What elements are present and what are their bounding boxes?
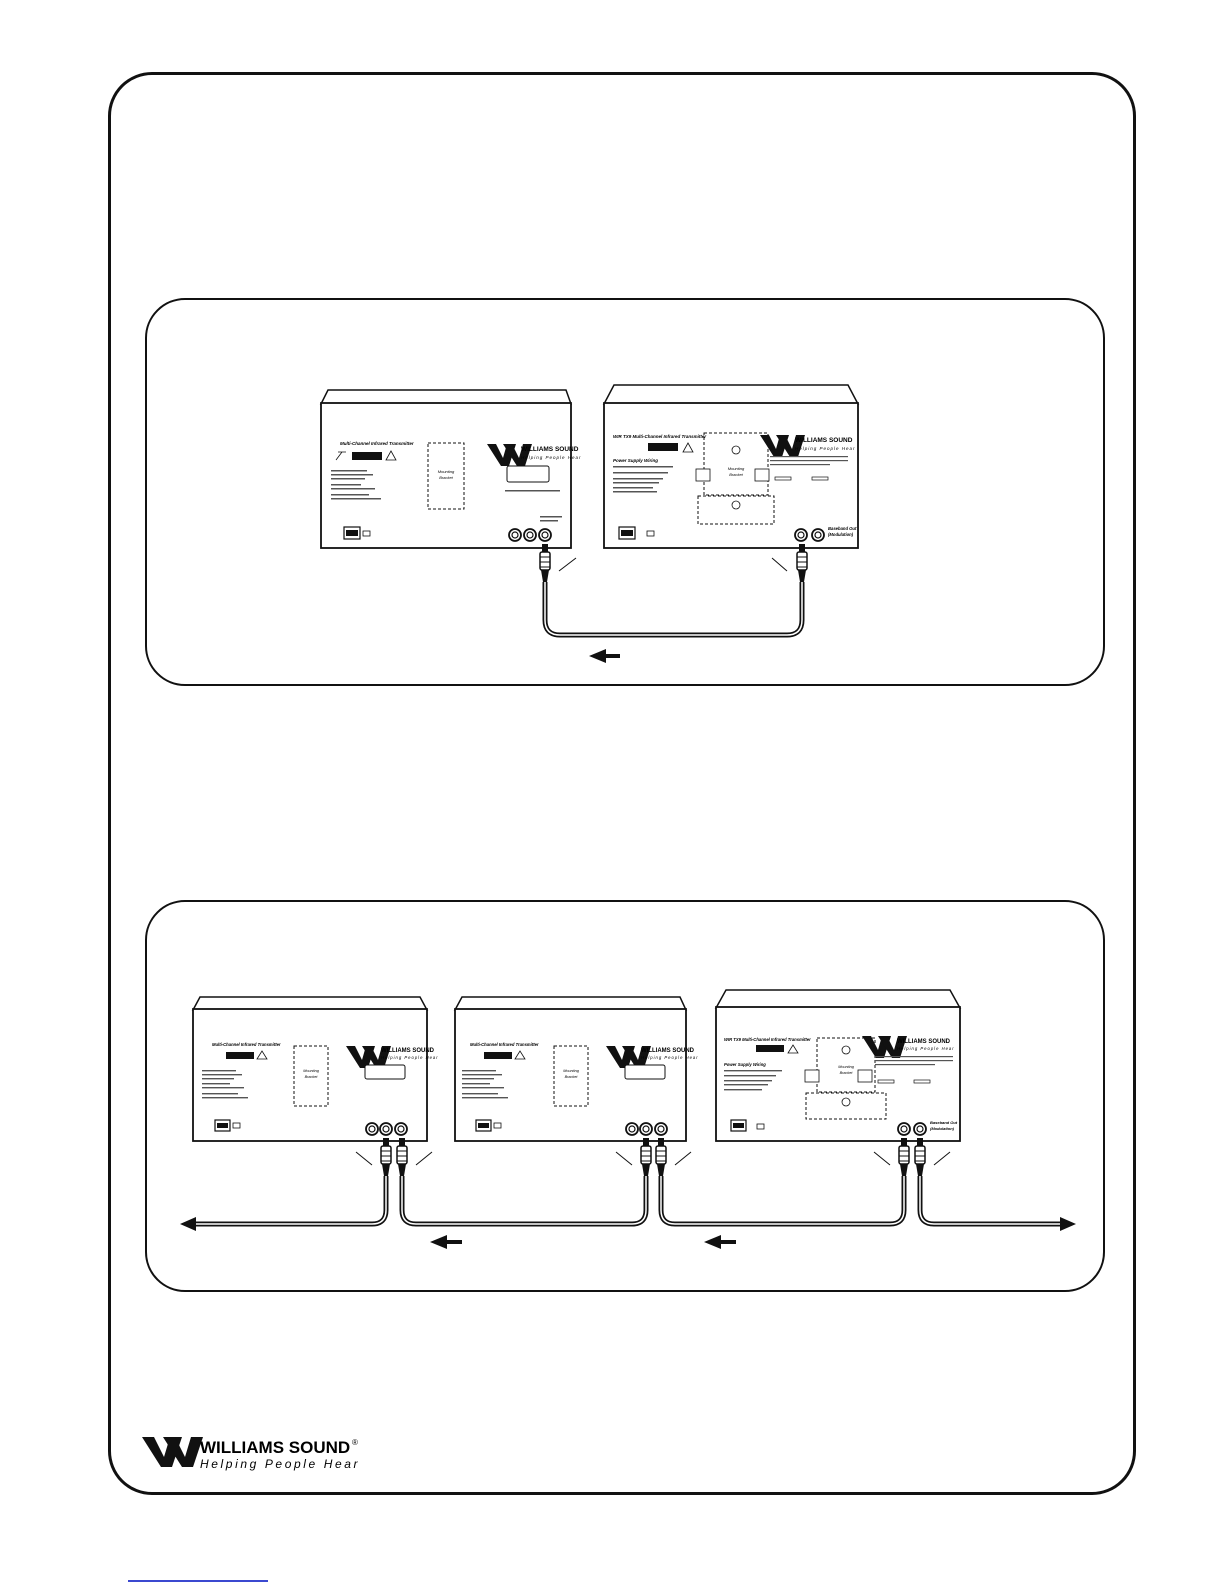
svg-text:Bracket: Bracket [729, 472, 743, 477]
page-frame [108, 72, 1136, 1495]
svg-text:Mounting: Mounting [563, 1069, 580, 1073]
bottom-link-underline[interactable] [128, 1580, 268, 1582]
svg-text:Baseband Out: Baseband Out [828, 526, 857, 531]
svg-text:Baseband Out: Baseband Out [930, 1120, 958, 1125]
svg-text:Helping People Hear: Helping People Hear [381, 1055, 439, 1060]
svg-text:Bracket: Bracket [305, 1075, 319, 1079]
svg-text:WILLIAMS SOUND: WILLIAMS SOUND [381, 1048, 435, 1054]
svg-text:Helping People Hear: Helping People Hear [795, 446, 856, 451]
svg-text:(Modulation): (Modulation) [828, 532, 854, 537]
svg-text:WIR TX9 Multi-Channel Infrared: WIR TX9 Multi-Channel Infrared Transmitt… [724, 1037, 811, 1042]
transmitter-unit-master-2: WIR TX9 Multi-Channel Infrared Transmitt… [714, 989, 962, 1142]
transmitter-unit-slave: Multi-Channel Infrared Transmitter Mount… [319, 389, 582, 549]
logo-brand-name: WILLIAMS SOUND [200, 1438, 350, 1457]
svg-text:Bracket: Bracket [565, 1075, 579, 1079]
transmitter-unit-slave-2: Multi-Channel Infrared Transmitter Mount… [453, 996, 699, 1142]
svg-text:WILLIAMS SOUND: WILLIAMS SOUND [795, 437, 853, 444]
svg-text:WIR TX9 Multi-Channel Infrared: WIR TX9 Multi-Channel Infrared Transmitt… [613, 434, 706, 439]
signal-direction-arrow [704, 1235, 736, 1249]
svg-text:Mounting: Mounting [303, 1069, 320, 1073]
svg-text:Mounting: Mounting [728, 466, 745, 471]
diagram-panel-single-slave [145, 298, 1105, 686]
svg-text:Helping People Hear: Helping People Hear [641, 1055, 699, 1060]
svg-text:Multi-Channel Infrared Transmi: Multi-Channel Infrared Transmitter [212, 1042, 281, 1047]
baseband-cable-top [539, 543, 808, 638]
svg-text:WILLIAMS SOUND: WILLIAMS SOUND [641, 1048, 695, 1054]
svg-text:Power Supply Wiring: Power Supply Wiring [724, 1062, 766, 1067]
unit-title-label: Multi-Channel Infrared Transmitter [340, 441, 414, 446]
svg-text:Helping People Hear: Helping People Hear [521, 455, 582, 460]
signal-direction-arrow [430, 1235, 462, 1249]
signal-direction-arrow [589, 649, 620, 663]
unit-brand-label: WILLIAMS SOUND [521, 446, 579, 453]
svg-text:Multi-Channel Infrared Transmi: Multi-Channel Infrared Transmitter [470, 1042, 539, 1047]
logo-tagline: Helping People Hear [200, 1457, 360, 1471]
transmitter-unit-master: WIR TX9 Multi-Channel Infrared Transmitt… [602, 384, 860, 549]
svg-text:Bracket: Bracket [840, 1071, 854, 1075]
transmitter-unit-slave-1: Multi-Channel Infrared Transmitter Mount… [191, 996, 439, 1142]
svg-text:Mounting: Mounting [438, 469, 455, 474]
svg-text:Power Supply Wiring: Power Supply Wiring [613, 458, 658, 463]
diagram-panel-multi-slave [145, 900, 1105, 1292]
svg-text:Mounting: Mounting [838, 1065, 855, 1069]
svg-text:(Modulation): (Modulation) [930, 1126, 955, 1131]
logo-registered-mark: ® [352, 1438, 358, 1447]
logo-mark-icon [142, 1437, 203, 1467]
svg-text:Helping People Hear: Helping People Hear [897, 1046, 955, 1051]
svg-text:Bracket: Bracket [439, 475, 453, 480]
baseband-cables-bottom [180, 1137, 1076, 1231]
williams-sound-logo: WILLIAMS SOUND ® Helping People Hear [142, 1437, 360, 1471]
svg-text:WILLIAMS SOUND: WILLIAMS SOUND [897, 1039, 951, 1045]
